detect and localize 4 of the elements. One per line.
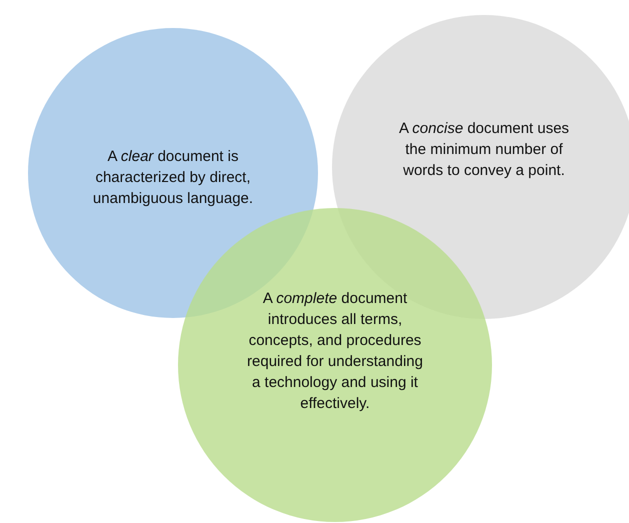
circle-text: A concise document uses the minimum number of words to convey a point. [398,119,570,181]
venn-circle [178,208,492,522]
circle-text: A complete document introduces all terms, concepts, and procedures required for understanding a technology and using it effectively. [246,289,424,414]
circle-text: A clear document is characterized by direct, unambiguous language. [92,147,254,209]
